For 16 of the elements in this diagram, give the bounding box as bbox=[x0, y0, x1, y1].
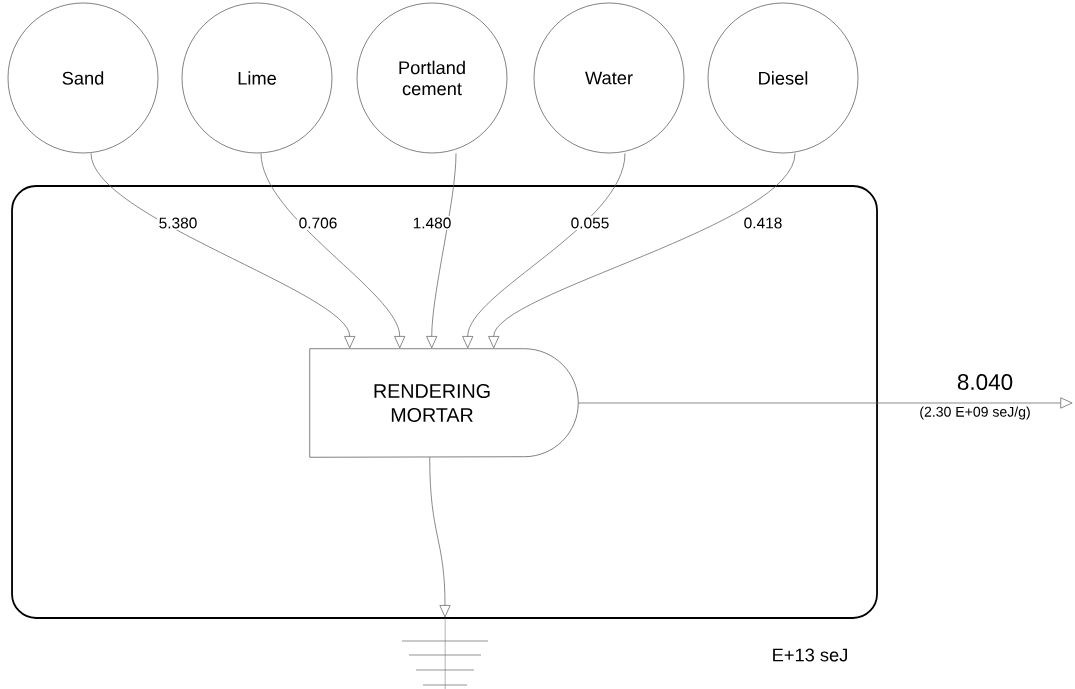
arrow bbox=[260, 153, 406, 349]
unit-label: E+13 seJ bbox=[773, 648, 847, 662]
system-boundary bbox=[11, 185, 878, 619]
edge-label: 1.480 bbox=[411, 216, 453, 230]
edge-label: 5.380 bbox=[157, 216, 199, 230]
edge-label: 0.706 bbox=[297, 216, 339, 230]
arrow bbox=[488, 153, 796, 349]
arrow bbox=[90, 153, 356, 349]
arrow bbox=[429, 456, 451, 618]
edge-label: 8.040 bbox=[955, 372, 1015, 392]
arrow bbox=[577, 397, 1073, 409]
edge-label: 0.418 bbox=[742, 216, 784, 230]
arrow bbox=[462, 153, 626, 349]
arrow bbox=[426, 153, 457, 349]
unit-label: (2.30 E+09 seJ/g) bbox=[920, 406, 1030, 420]
edge-label: 0.055 bbox=[569, 216, 611, 230]
